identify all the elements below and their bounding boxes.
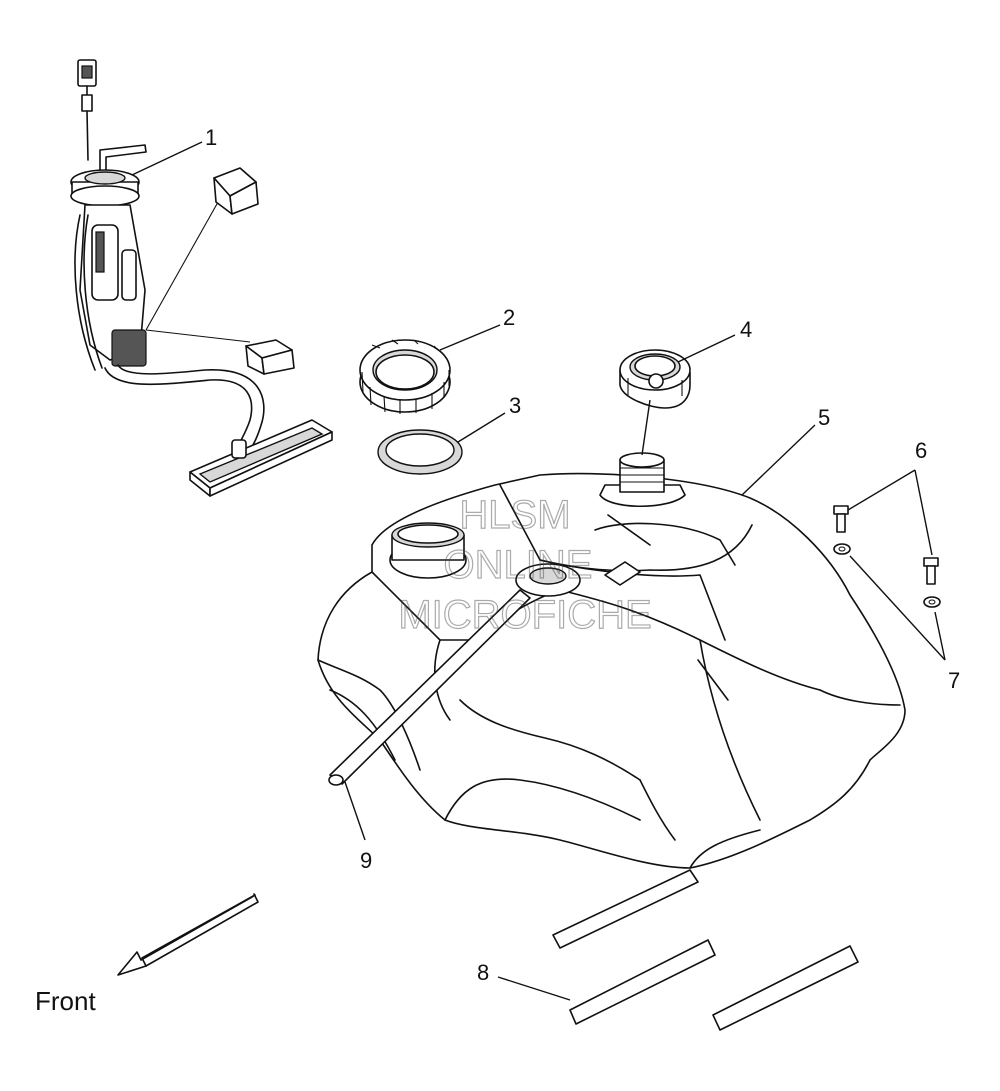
watermark: HLSM ONLINE MICROFICHE (398, 492, 653, 637)
callout-1: 1 (205, 125, 217, 150)
gasket-ring (377, 429, 463, 475)
vent-hose (328, 589, 531, 786)
callout-6: 6 (915, 438, 927, 463)
front-label: Front (35, 986, 96, 1016)
tank-pads (552, 869, 859, 1031)
callout-5: 5 (818, 405, 830, 430)
callout-8: 8 (477, 960, 489, 985)
leader-lines (131, 141, 946, 1001)
callout-7: 7 (948, 668, 960, 693)
fuel-cap (619, 349, 691, 409)
watermark-line-1: HLSM (459, 493, 570, 537)
callout-4: 4 (740, 317, 752, 342)
fuel-tank (317, 452, 906, 869)
watermark-line-3: MICROFICHE (398, 593, 651, 637)
callout-labels: 1 2 3 4 5 6 7 8 9 (205, 125, 960, 985)
fuel-pump-assembly (70, 59, 333, 497)
watermark-line-2: ONLINE (444, 543, 593, 587)
front-direction-arrow: Front (35, 893, 259, 1016)
callout-2: 2 (503, 305, 515, 330)
mounting-bolts (833, 505, 939, 585)
lock-ring (359, 339, 451, 414)
washers (833, 543, 941, 608)
callout-9: 9 (360, 848, 372, 873)
callout-3: 3 (509, 393, 521, 418)
